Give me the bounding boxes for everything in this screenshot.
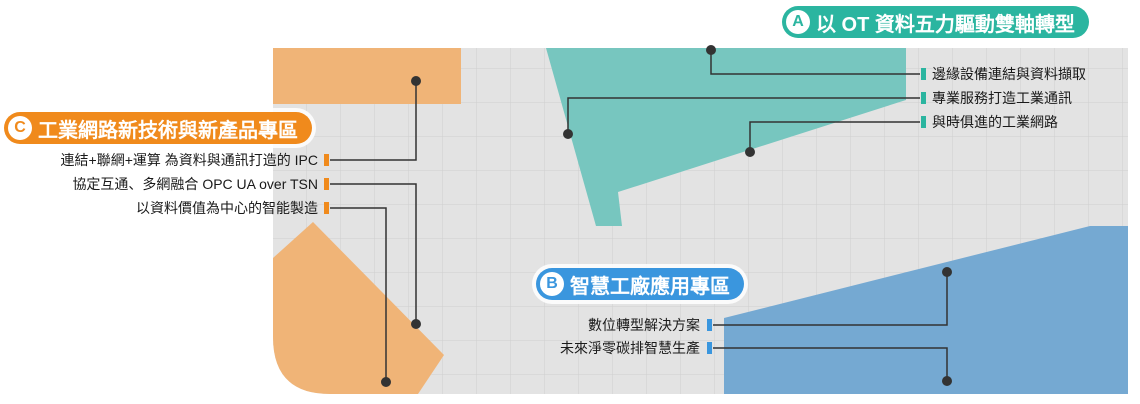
dot-a-2: [563, 129, 573, 139]
leader-c-1: [330, 81, 417, 161]
section-c-item-3: 以資料價值為中心的智能製造: [136, 200, 318, 216]
section-a-badge: A: [786, 10, 810, 34]
marker-b-1: [707, 319, 712, 331]
section-c-item-2: 協定互通、多網融合 OPC UA over TSN: [72, 176, 318, 192]
marker-a-2: [921, 92, 926, 104]
leader-a-1: [710, 50, 920, 75]
dot-b-1: [942, 267, 952, 277]
marker-b-2: [707, 342, 712, 354]
dot-c-2: [411, 319, 421, 329]
section-a-item-2: 專業服務打造工業通訊: [932, 90, 1072, 106]
marker-c-2: [324, 178, 329, 190]
section-b-item-1: 數位轉型解決方案: [588, 317, 700, 333]
section-b-title-text: 智慧工廠應用專區: [570, 275, 730, 298]
section-c-item-1: 連結+聯網+運算 為資料與通訊打造的 IPC: [60, 152, 318, 168]
dot-c-3: [381, 377, 391, 387]
dot-a-1: [706, 45, 716, 55]
leader-b-2: [713, 347, 948, 381]
zone-c-top: [273, 48, 461, 104]
zone-a: [546, 48, 906, 226]
marker-c-1: [324, 154, 329, 166]
zone-b: [724, 226, 1128, 394]
marker-c-3: [324, 202, 329, 214]
section-c-title-text: 工業網路新技術與新產品專區: [38, 119, 298, 142]
marker-a-1: [921, 68, 926, 80]
leader-c-2: [330, 183, 417, 324]
section-c-title: C 工業網路新技術與新產品專區: [4, 112, 312, 144]
marker-a-3: [921, 116, 926, 128]
dot-c-1: [411, 76, 421, 86]
dot-a-3: [745, 147, 755, 157]
leader-a-2: [567, 97, 920, 134]
section-a-title-text: 以 OT 資料五力驅動雙軸轉型: [816, 13, 1075, 36]
section-b-badge: B: [540, 272, 564, 296]
leader-b-1: [713, 272, 948, 326]
dot-b-2: [942, 376, 952, 386]
section-c-badge: C: [8, 116, 32, 140]
section-a-item-1: 邊緣設備連結與資料擷取: [932, 66, 1086, 82]
leader-a-3: [749, 121, 920, 152]
leader-c-3: [330, 207, 387, 382]
section-a-item-3: 與時俱進的工業網路: [932, 114, 1058, 130]
section-b-item-2: 未來淨零碳排智慧生產: [560, 340, 700, 356]
section-b-title: B 智慧工廠應用專區: [536, 268, 744, 300]
section-a-title: A 以 OT 資料五力驅動雙軸轉型: [782, 6, 1089, 38]
zone-c-bottom: [273, 222, 444, 394]
